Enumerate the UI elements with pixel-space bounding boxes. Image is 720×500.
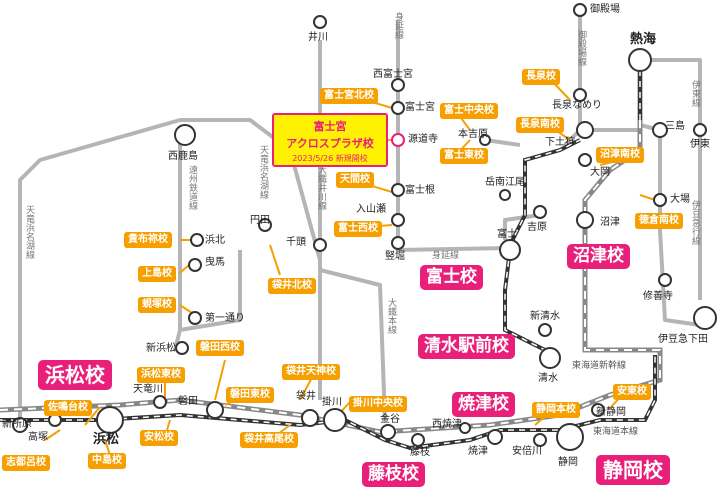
station-senzu: 千頭: [286, 237, 306, 248]
station-iwata: 磐田: [178, 396, 198, 407]
station-shinhamamatsu: 新浜松: [146, 343, 176, 354]
station-shuzenji: 修善寺: [643, 291, 673, 302]
school-kifune[interactable]: 貴布祢校: [124, 232, 172, 248]
station-shinshimizu: 新清水: [530, 311, 560, 322]
station-numazu: 沼津: [600, 217, 620, 228]
station-kanaya: 金谷: [380, 414, 400, 425]
school-iwata-nishi[interactable]: 磐田西校: [196, 340, 244, 356]
line-label-gotemba: 御殿場線: [576, 30, 586, 66]
station-hikuma: 曳馬: [205, 257, 225, 268]
station-kakegawa: 掛川: [322, 397, 342, 408]
line-label-oigawa: 大鐵井川線: [316, 165, 326, 210]
line-oigawa-main: [319, 268, 387, 421]
school-nakajima[interactable]: 中島校: [88, 453, 126, 469]
school-kamishima[interactable]: 上島校: [138, 266, 176, 282]
main-school-fuji[interactable]: 富士校: [420, 265, 483, 290]
line-enshu-ext: [179, 250, 242, 332]
line-label-tokaido-main: 東海道本線: [593, 427, 639, 437]
school-kenzuka[interactable]: 蜆塚校: [138, 297, 176, 313]
main-school-yaizu[interactable]: 焼津校: [452, 392, 515, 417]
school-tenryuhigashi[interactable]: 浜松東校: [137, 367, 185, 383]
station-fujine: 富士根: [405, 185, 435, 196]
school-fuji-higashi[interactable]: 富士東校: [440, 148, 488, 164]
line-label-tenryu-hamanako-2: 天竜浜名湖線: [258, 145, 268, 199]
station-genmichi: 源道寺: [408, 134, 438, 145]
station-fujieda: 藤枝: [410, 447, 430, 458]
new-campus-line1: 富士宮: [313, 120, 347, 133]
station-daiichidori: 第一通り: [205, 313, 245, 324]
station-fukuroi: 袋井: [296, 391, 316, 402]
school-fujinomiya-kita[interactable]: 富士宮北校: [320, 88, 378, 104]
school-shizuoka-hon[interactable]: 静岡本校: [532, 402, 580, 418]
school-hamamatsunishi[interactable]: 安松校: [140, 430, 178, 446]
line-label-ito: 伊東線: [690, 80, 700, 107]
station-tenryugawa: 天竜川: [133, 384, 163, 395]
school-anto[interactable]: 安東校: [613, 384, 651, 400]
line-gakunan: [503, 213, 541, 240]
school-shitoro[interactable]: 志都呂校: [2, 455, 50, 471]
station-shinshizuoka: 新静岡: [596, 407, 626, 418]
station-nishikajima: 西鹿島: [168, 151, 198, 162]
station-abekawa: 安倍川: [512, 446, 542, 457]
school-nagaizumi[interactable]: 長泉校: [522, 69, 560, 85]
station-takatsuka: 高塚: [28, 432, 48, 443]
school-tenma[interactable]: 天間校: [336, 172, 374, 188]
school-fukuroi-kita[interactable]: 袋井北校: [268, 278, 316, 294]
new-campus-line2: アクロスプラザ校: [286, 137, 374, 150]
school-iwata-higashi[interactable]: 磐田東校: [226, 387, 274, 403]
station-fujinomiya: 富士宮: [405, 102, 435, 113]
line-label-oigawa-main: 大鐵本線: [386, 298, 396, 334]
school-numazu-minami[interactable]: 沼津南校: [596, 147, 644, 163]
station-shinjohara: 新所原: [2, 419, 32, 430]
station-ito: 伊東: [690, 139, 710, 150]
line-label-izukyu: 伊豆急行線: [690, 200, 700, 245]
station-iriyamase: 入山瀬: [356, 204, 386, 215]
station-entaki: 円田: [250, 215, 270, 226]
station-atami: 熱海: [630, 32, 657, 47]
school-fukuroi-takao[interactable]: 袋井高尾校: [240, 432, 298, 448]
station-nishiyaizu: 西焼津: [432, 419, 462, 430]
school-tokura-minami[interactable]: 徳倉南校: [635, 213, 683, 229]
line-label-minobu: 身延線: [393, 12, 403, 39]
line-label-minobu-2: 身延線: [432, 251, 460, 261]
line-ito: [640, 58, 702, 300]
line-label-enshu: 遠州鉄道線: [187, 165, 197, 210]
station-shimotogari: 下土狩: [545, 137, 575, 148]
new-campus-line3: 2023/5/26 新規開校: [292, 154, 368, 163]
main-school-fujieda[interactable]: 藤枝校: [362, 462, 425, 487]
station-nagaizumi: 長泉なめり: [552, 100, 602, 111]
station-yaizu: 焼津: [468, 446, 488, 457]
station-yoshiwara: 吉原: [527, 222, 547, 233]
station-gakunan: 岳南江尾: [485, 177, 525, 188]
station-mishima: 三島: [665, 121, 685, 132]
station-hamamatsu: 浜松: [93, 432, 120, 447]
station-uruwashi: 竪堀: [385, 251, 405, 262]
school-kakegawa-chuo[interactable]: 掛川中央校: [349, 396, 407, 412]
station-izukyushimoda: 伊豆急下田: [658, 334, 708, 345]
station-oba: 大場: [670, 194, 690, 205]
station-ooka: 大岡: [590, 167, 610, 178]
line-label-tokaido-shinkansen: 東海道新幹線: [572, 361, 627, 371]
school-fuji-chuo[interactable]: 富士中央校: [440, 103, 498, 119]
school-fukuroi-tenjin[interactable]: 袋井天神校: [282, 364, 340, 380]
station-shimizu: 清水: [538, 373, 558, 384]
station-nishifujinomiya: 西富士宮: [373, 69, 413, 80]
station-hamakita: 浜北: [205, 235, 225, 246]
main-school-shizuoka[interactable]: 静岡校: [596, 455, 670, 485]
line-label-tenryu-hamanako: 天竜浜名湖線: [24, 205, 34, 259]
station-shizuoka: 静岡: [558, 457, 578, 468]
station-motoyoshiwara: 本吉原: [458, 129, 488, 140]
station-gotemba: 御殿場: [590, 4, 620, 15]
school-sanarudai[interactable]: 佐鳴台校: [44, 400, 92, 416]
school-fuji-nishi[interactable]: 富士西校: [334, 221, 382, 237]
new-campus-highlight[interactable]: 富士宮 アクロスプラザ校 2023/5/26 新規開校: [272, 113, 388, 167]
line-enshu: [173, 135, 182, 351]
main-school-hamamatsu[interactable]: 浜松校: [38, 360, 112, 390]
school-nagaizumi-minami[interactable]: 長泉南校: [516, 117, 564, 133]
station-ikawa: 井川: [308, 32, 328, 43]
station-fuji: 富士: [497, 229, 517, 240]
main-school-shimizu[interactable]: 清水駅前校: [418, 334, 515, 359]
main-school-numazu[interactable]: 沼津校: [567, 244, 630, 269]
